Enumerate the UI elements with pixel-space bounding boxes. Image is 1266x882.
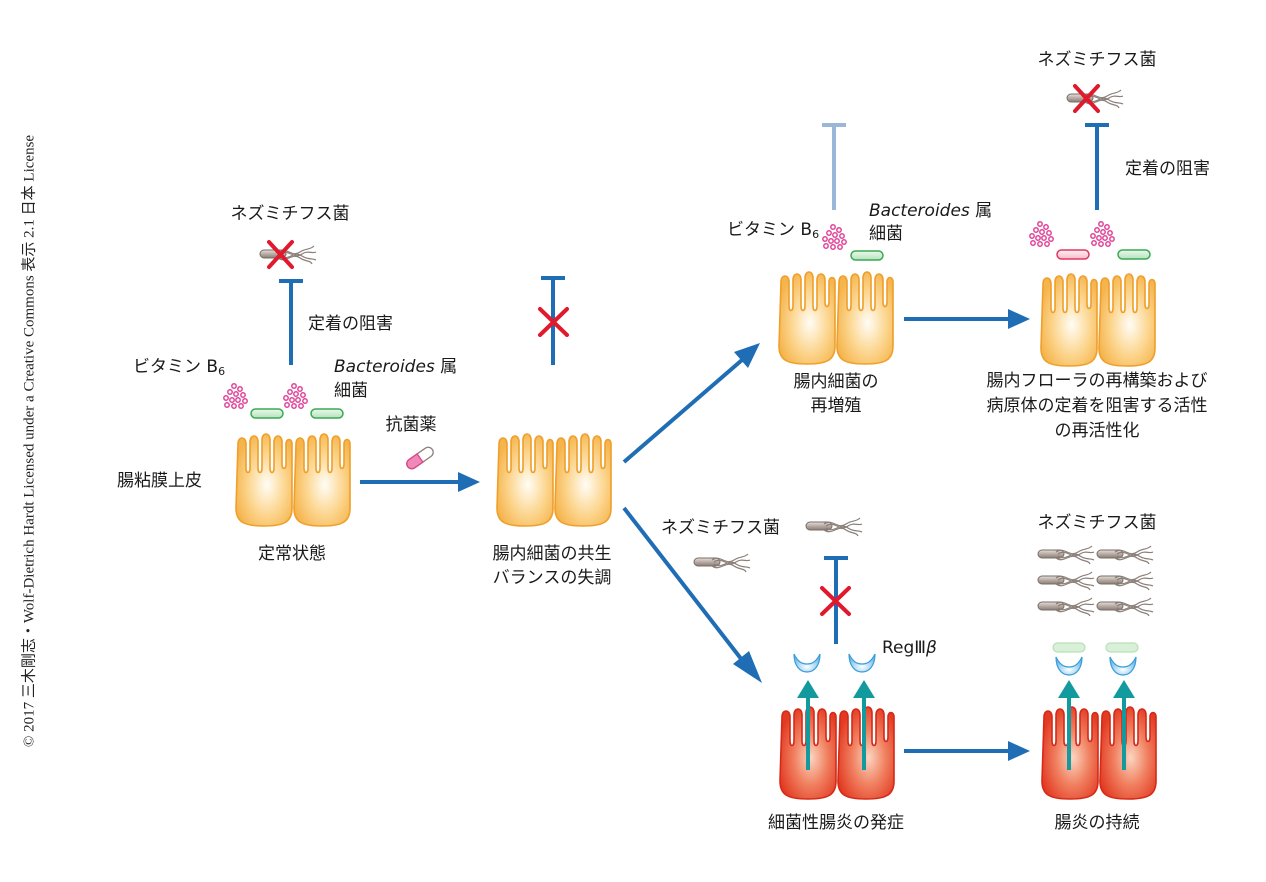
vitamin-b6-label: ビタミン B6: [133, 356, 225, 383]
stage-caption-restored-line3: の再活性化: [1054, 421, 1140, 441]
stage-dysbiosis: [497, 276, 611, 526]
arrow-to-persistent: [904, 741, 1030, 761]
salmonella-icon: [1096, 597, 1154, 617]
bacteroides-icon: [850, 250, 884, 261]
bacteroides-genus: 属: [434, 357, 458, 377]
stage-caption-persistent: 腸炎の持続: [1054, 813, 1140, 833]
stage-restored: [1029, 84, 1155, 366]
epithelium-label: 腸粘膜上皮: [117, 471, 202, 491]
inhibition-bar-faded-icon: [822, 123, 846, 210]
inhibition-label: 定着の阻害: [308, 314, 393, 334]
salmonella-icon: [693, 553, 751, 573]
pathogen-label: ネズミチフス菌: [1037, 50, 1157, 70]
stage-caption-steady: 定常状態: [258, 544, 326, 564]
bacteroides-label: Bacteroides 属: [334, 356, 457, 378]
salmonella-icon: [805, 517, 863, 537]
stage-caption-restored-line1: 腸内フローラの再構築および: [986, 371, 1208, 391]
epithelial-cells-normal: [779, 272, 893, 364]
vitamin-text: ビタミン B: [133, 357, 219, 377]
salmonella-icon: [1037, 545, 1095, 565]
epithelial-cells-inflamed: [780, 707, 894, 799]
stage-regrowth: [779, 123, 893, 364]
red-cross-icon: [538, 307, 569, 337]
bacteroides-icon: [250, 408, 284, 419]
epithelial-cells-normal: [236, 434, 350, 526]
bacteroides-italic: Bacteroides: [869, 201, 970, 221]
epithelial-cells-normal: [497, 434, 611, 526]
regiii-greek: β: [926, 638, 937, 658]
antibiotic-label: 抗菌薬: [385, 415, 437, 435]
vitamin-b6-icon: [1029, 221, 1054, 247]
arrow-to-restored: [904, 309, 1030, 329]
stage-caption-regrowth-line2: 再増殖: [810, 396, 862, 416]
bacteria-pink-icon: [1056, 249, 1090, 260]
salmonella-icon: [1037, 571, 1095, 591]
vitamin-subscript: 6: [218, 365, 226, 378]
vitamin-b6-label: ビタミン B6: [727, 219, 819, 246]
stage-persistent: [1037, 545, 1156, 799]
bacteroides-icon: [1117, 249, 1151, 260]
secretion-arrow-icon: [797, 680, 875, 770]
vitamin-b6-icon: [283, 383, 308, 409]
bacteroides-faded-icon: [1052, 642, 1086, 653]
arrow-antibiotic: [360, 472, 480, 492]
regiii-beta-icon: [1055, 656, 1083, 676]
red-cross-icon: [820, 586, 851, 616]
stage-caption-regrowth-line1: 腸内細菌の: [793, 372, 879, 392]
bacteroides-italic: Bacteroides: [334, 357, 435, 377]
salmonella-icon: [1096, 545, 1154, 565]
stage-steady-state: [223, 240, 350, 526]
regiii-beta-icon: [793, 653, 821, 673]
vitamin-b6-icon: [822, 224, 847, 250]
regiii-beta-icon: [848, 653, 876, 673]
regiii-text: RegⅢ: [882, 638, 927, 658]
salmonella-blocked: [259, 240, 317, 269]
regiii-beta-icon: [1109, 656, 1137, 676]
stage-caption-dysbiosis-line2: バランスの失調: [492, 568, 612, 588]
pathogen-label: ネズミチフス菌: [230, 204, 350, 224]
stage-caption-colitis: 細菌性腸炎の発症: [768, 813, 904, 833]
inhibition-bar-icon: [279, 279, 303, 365]
bacteroides-icon: [310, 408, 344, 419]
epithelial-cells-inflamed: [1042, 707, 1156, 799]
salmonella-icon: [1037, 597, 1095, 617]
vitamin-text: ビタミン B: [727, 220, 813, 240]
secretion-arrow-icon: [1058, 680, 1135, 770]
pathogen-label: ネズミチフス菌: [1037, 513, 1157, 533]
arrow-to-regrowth: [622, 343, 760, 464]
salmonella-blocked: [1066, 84, 1124, 113]
regiii-beta-label: RegⅢβ: [882, 637, 937, 659]
stage-caption-restored-line2: 病原体の定着を阻害する活性: [986, 396, 1208, 416]
arrow-to-colitis: [622, 506, 762, 683]
bacteroides-label-line2: 細菌: [869, 224, 903, 244]
red-cross-icon: [1073, 84, 1100, 113]
vitamin-subscript: 6: [812, 228, 820, 241]
vitamin-b6-icon: [1090, 221, 1115, 247]
salmonella-icon: [1096, 571, 1154, 591]
pathogen-label: ネズミチフス菌: [661, 518, 780, 538]
bacteroides-faded-icon: [1105, 642, 1139, 653]
capsule-icon: [406, 446, 434, 470]
bacteroides-label: Bacteroides 属: [869, 200, 992, 222]
inhibition-bar-icon: [1085, 123, 1109, 210]
stage-colitis-onset: [693, 517, 894, 799]
inhibition-label: 定着の阻害: [1125, 159, 1210, 179]
red-cross-icon: [267, 240, 294, 269]
vitamin-b6-icon: [223, 383, 248, 409]
bacteroides-label-line2: 細菌: [334, 381, 368, 401]
bacteroides-genus: 属: [969, 201, 993, 221]
epithelial-cells-normal: [1041, 274, 1155, 366]
stage-caption-dysbiosis-line1: 腸内細菌の共生: [492, 544, 612, 564]
